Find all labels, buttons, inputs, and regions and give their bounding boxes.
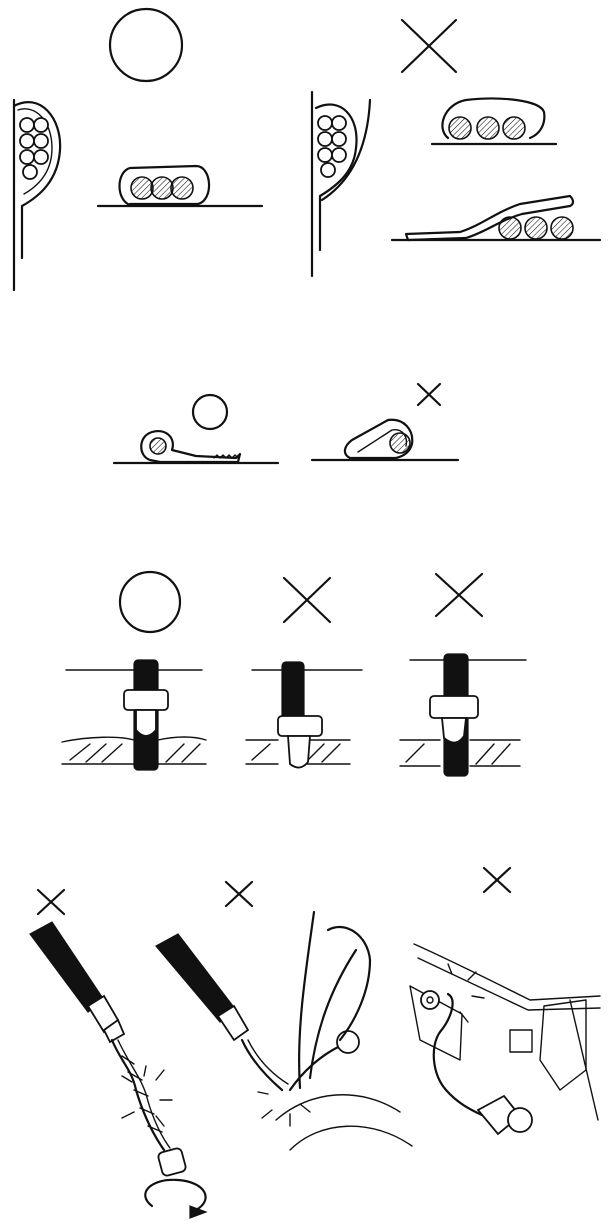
correct-flat-clamp — [98, 166, 262, 206]
correct-crimped-clamp — [114, 431, 278, 463]
panel-harness-clamp-routing — [14, 9, 600, 290]
incorrect-mark-cross — [484, 868, 510, 892]
correct-mark-circle — [110, 9, 182, 81]
incorrect-vertical-clamp — [312, 92, 370, 276]
correct-mark-circle — [120, 572, 180, 632]
incorrect-mark-cross — [436, 574, 482, 616]
incorrect-mark-cross — [284, 578, 330, 622]
correct-vertical-clamp — [14, 100, 60, 290]
incorrect-mark-cross — [226, 882, 252, 906]
incorrect-mark-cross — [418, 384, 440, 405]
incorrect-flat-clamp-open — [432, 99, 556, 145]
panel-clamp-crimp — [114, 384, 458, 463]
incorrect-cable-pinched-on-frame — [410, 944, 600, 1134]
incorrect-strap-loose — [246, 662, 362, 768]
correct-mark-circle — [193, 395, 227, 429]
incorrect-crimped-clamp — [312, 420, 458, 460]
correct-strap — [62, 660, 206, 770]
incorrect-mark-cross — [38, 890, 64, 914]
incorrect-flat-clamp-lifted — [392, 196, 600, 240]
panel-cable-handling — [30, 868, 600, 1218]
incorrect-strap-twisted — [400, 654, 526, 776]
panel-strap-tie — [62, 572, 526, 776]
incorrect-mark-cross — [402, 20, 456, 72]
incorrect-pliers-pinching-cable — [156, 912, 412, 1150]
